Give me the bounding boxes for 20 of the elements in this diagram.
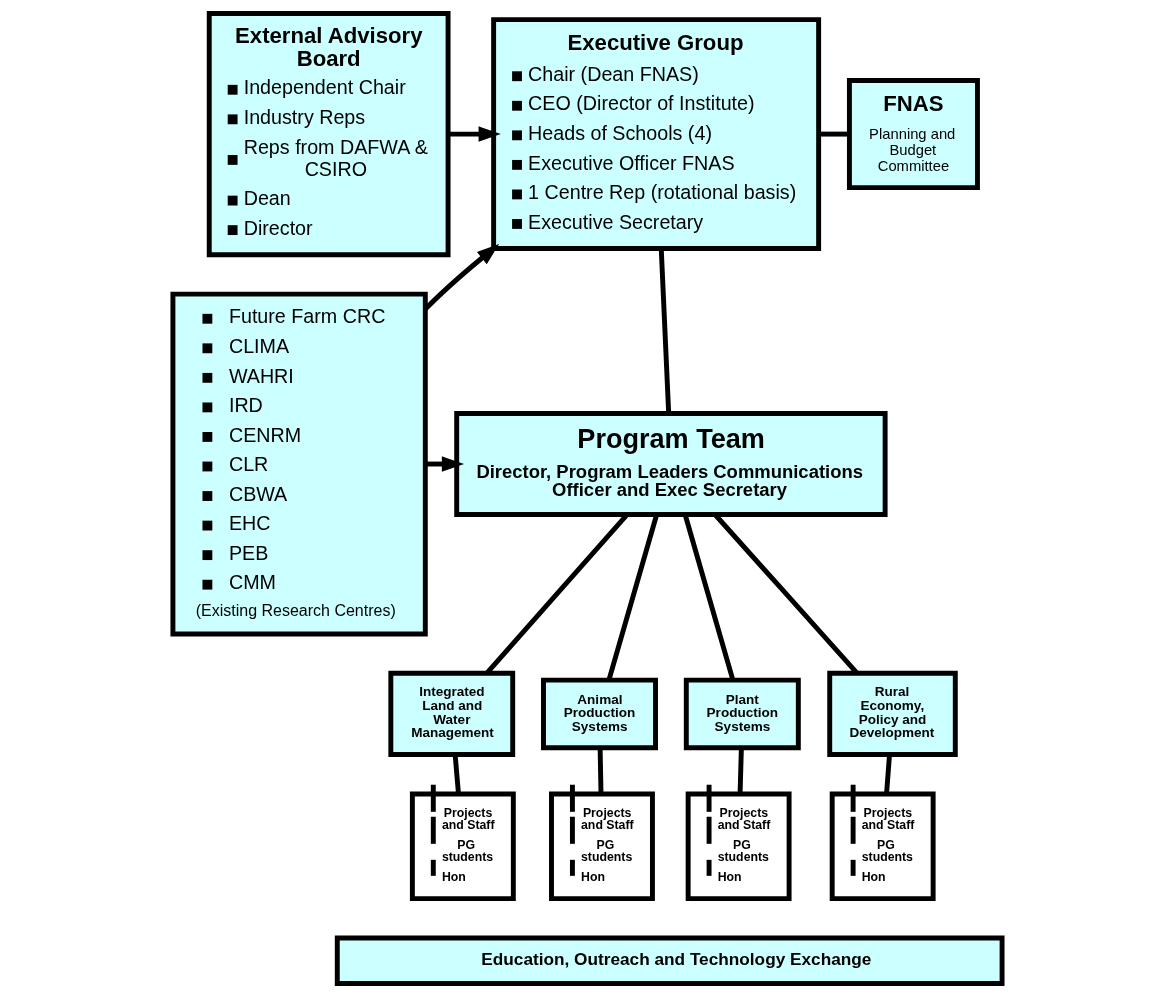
node-box: FNAS Planning and Budget Committee — [846, 78, 980, 191]
node-box: External Advisory Board Independent Chair Industry Reps Reps from DAFWA & CSIRO Dean Director — [206, 11, 451, 258]
connector — [597, 747, 603, 794]
connector — [658, 248, 671, 414]
connector — [818, 131, 849, 137]
arrow — [447, 126, 501, 142]
node-box: Future Farm CRC CLIMA WAHRI IRD CENRM CLR CBWA EHC PEB CMM (Existing Research Centres) — [169, 291, 428, 637]
node-box: Plant Production Systems — [683, 677, 801, 751]
node-box: Rural Economy, Policy and Development — [826, 670, 958, 758]
node-box: Integrated Land and Water Management — [387, 670, 515, 758]
node-box: Animal Production Systems — [540, 677, 658, 751]
node-box: Program Team Director, Program Leaders Communications Officer and Exec Secretary — [453, 411, 888, 517]
node-box: Education, Outreach and Technology Exchange — [334, 935, 1005, 986]
connector — [452, 754, 461, 794]
node-box: Executive Group Chair (Dean FNAS) CEO (Director of Institute) Heads of Schools (4) Executive Officer FNAS 1 Centre Rep (rotational basis) Executive Secretary — [490, 17, 821, 252]
connector — [737, 747, 744, 794]
connector — [682, 514, 735, 681]
connector — [883, 754, 892, 794]
connector — [606, 514, 659, 681]
arrow — [424, 456, 464, 472]
